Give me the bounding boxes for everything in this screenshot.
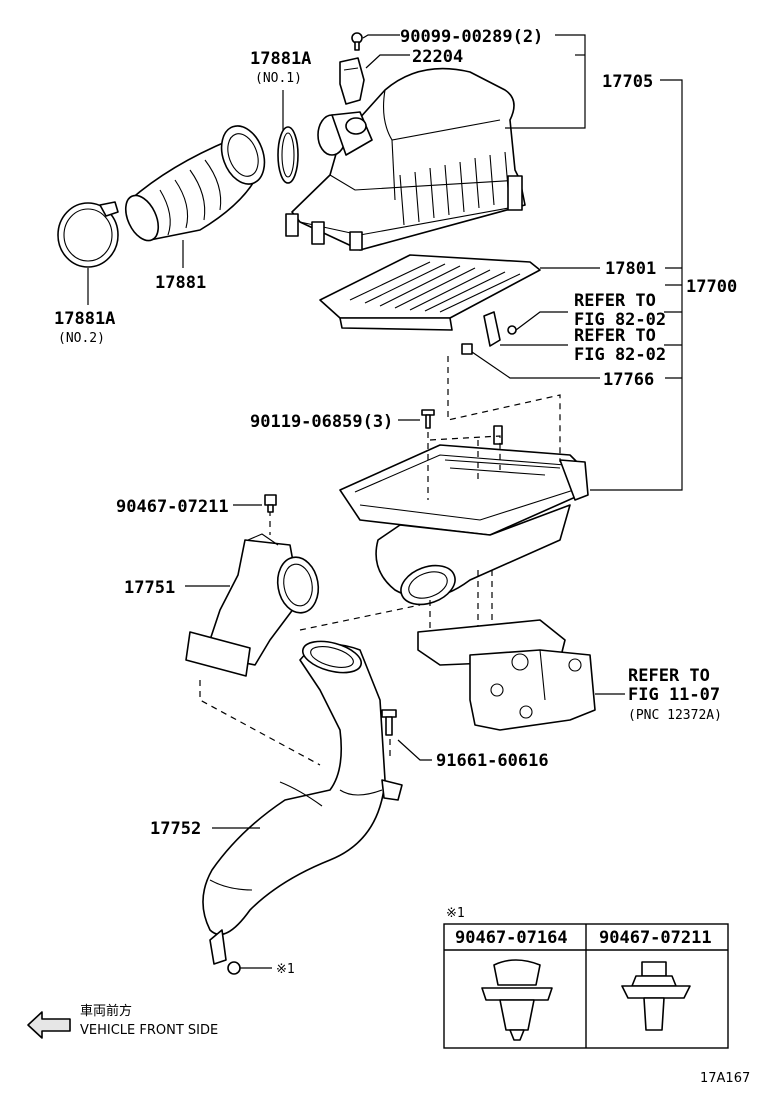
label-17700: 17700 xyxy=(686,277,737,297)
hose-clamp-no2 xyxy=(57,201,119,268)
label-refer1-line2: FIG 82-02 xyxy=(574,310,666,330)
hose-clamp-no1 xyxy=(277,126,299,184)
note-table-col2: 90467-07211 xyxy=(599,928,712,948)
label-refer1-line1: REFER TO xyxy=(574,291,656,311)
label-refer3-line2: FIG 11-07 xyxy=(628,685,720,705)
note-table: ※1 90467-07164 90467-07211 xyxy=(443,906,729,1049)
mass-air-flow-sensor xyxy=(339,57,365,105)
clip-note-1 xyxy=(227,961,241,975)
label-17881: 17881 xyxy=(155,273,206,293)
figure-code: 17A167 xyxy=(700,1071,750,1086)
label-17752: 17752 xyxy=(150,819,201,839)
grommet-17766 xyxy=(461,343,473,355)
label-17801: 17801 xyxy=(605,259,656,279)
clip-07164-drawing xyxy=(481,959,553,1041)
clip-07211-drawing xyxy=(621,961,691,1031)
air-inlet-17751 xyxy=(185,533,320,677)
air-cleaner-case xyxy=(339,425,589,606)
label-17751: 17751 xyxy=(124,578,175,598)
label-22204: 22204 xyxy=(412,47,463,67)
note-table-col1: 90467-07164 xyxy=(455,928,568,948)
label-refer2-line1: REFER TO xyxy=(574,326,656,346)
label-refer3-line3: (PNC 12372A) xyxy=(628,708,722,723)
screw-90099 xyxy=(351,32,363,51)
label-17705: 17705 xyxy=(602,72,653,92)
label-90099: 90099-00289(2) xyxy=(400,27,543,47)
clip-90467-07211 xyxy=(264,494,277,513)
vehicle-front-arrow: 車両前方 VEHICLE FRONT SIDE xyxy=(27,1003,218,1039)
intake-hose-17881 xyxy=(124,125,266,242)
bolt-90119 xyxy=(421,409,435,429)
label-17766: 17766 xyxy=(603,370,654,390)
label-91661: 91661-60616 xyxy=(436,751,549,771)
label-refer3-line1: REFER TO xyxy=(628,666,710,686)
bolt-91661 xyxy=(381,709,397,736)
front-label-en: VEHICLE FRONT SIDE xyxy=(80,1023,218,1038)
leader-lines xyxy=(87,34,683,969)
bracket-refer-82-02 xyxy=(483,311,517,347)
label-17881a-no1-sub: (NO.1) xyxy=(255,71,302,86)
front-label-jp: 車両前方 xyxy=(80,1003,132,1019)
label-90119: 90119-06859(3) xyxy=(250,412,393,432)
air-cleaner-cap xyxy=(285,67,526,251)
air-filter-element xyxy=(319,254,541,331)
label-refer2-line2: FIG 82-02 xyxy=(574,345,666,365)
air-duct-17752 xyxy=(202,640,403,965)
label-90467-07211: 90467-07211 xyxy=(116,497,229,517)
label-17881a-no1: 17881A xyxy=(250,49,311,69)
label-17881a-no2-sub: (NO.2) xyxy=(58,331,105,346)
mounting-bracket xyxy=(417,619,596,731)
label-note-mark: ※1 xyxy=(276,962,295,977)
label-17881a-no2: 17881A xyxy=(54,309,115,329)
note-table-title: ※1 xyxy=(446,906,465,921)
